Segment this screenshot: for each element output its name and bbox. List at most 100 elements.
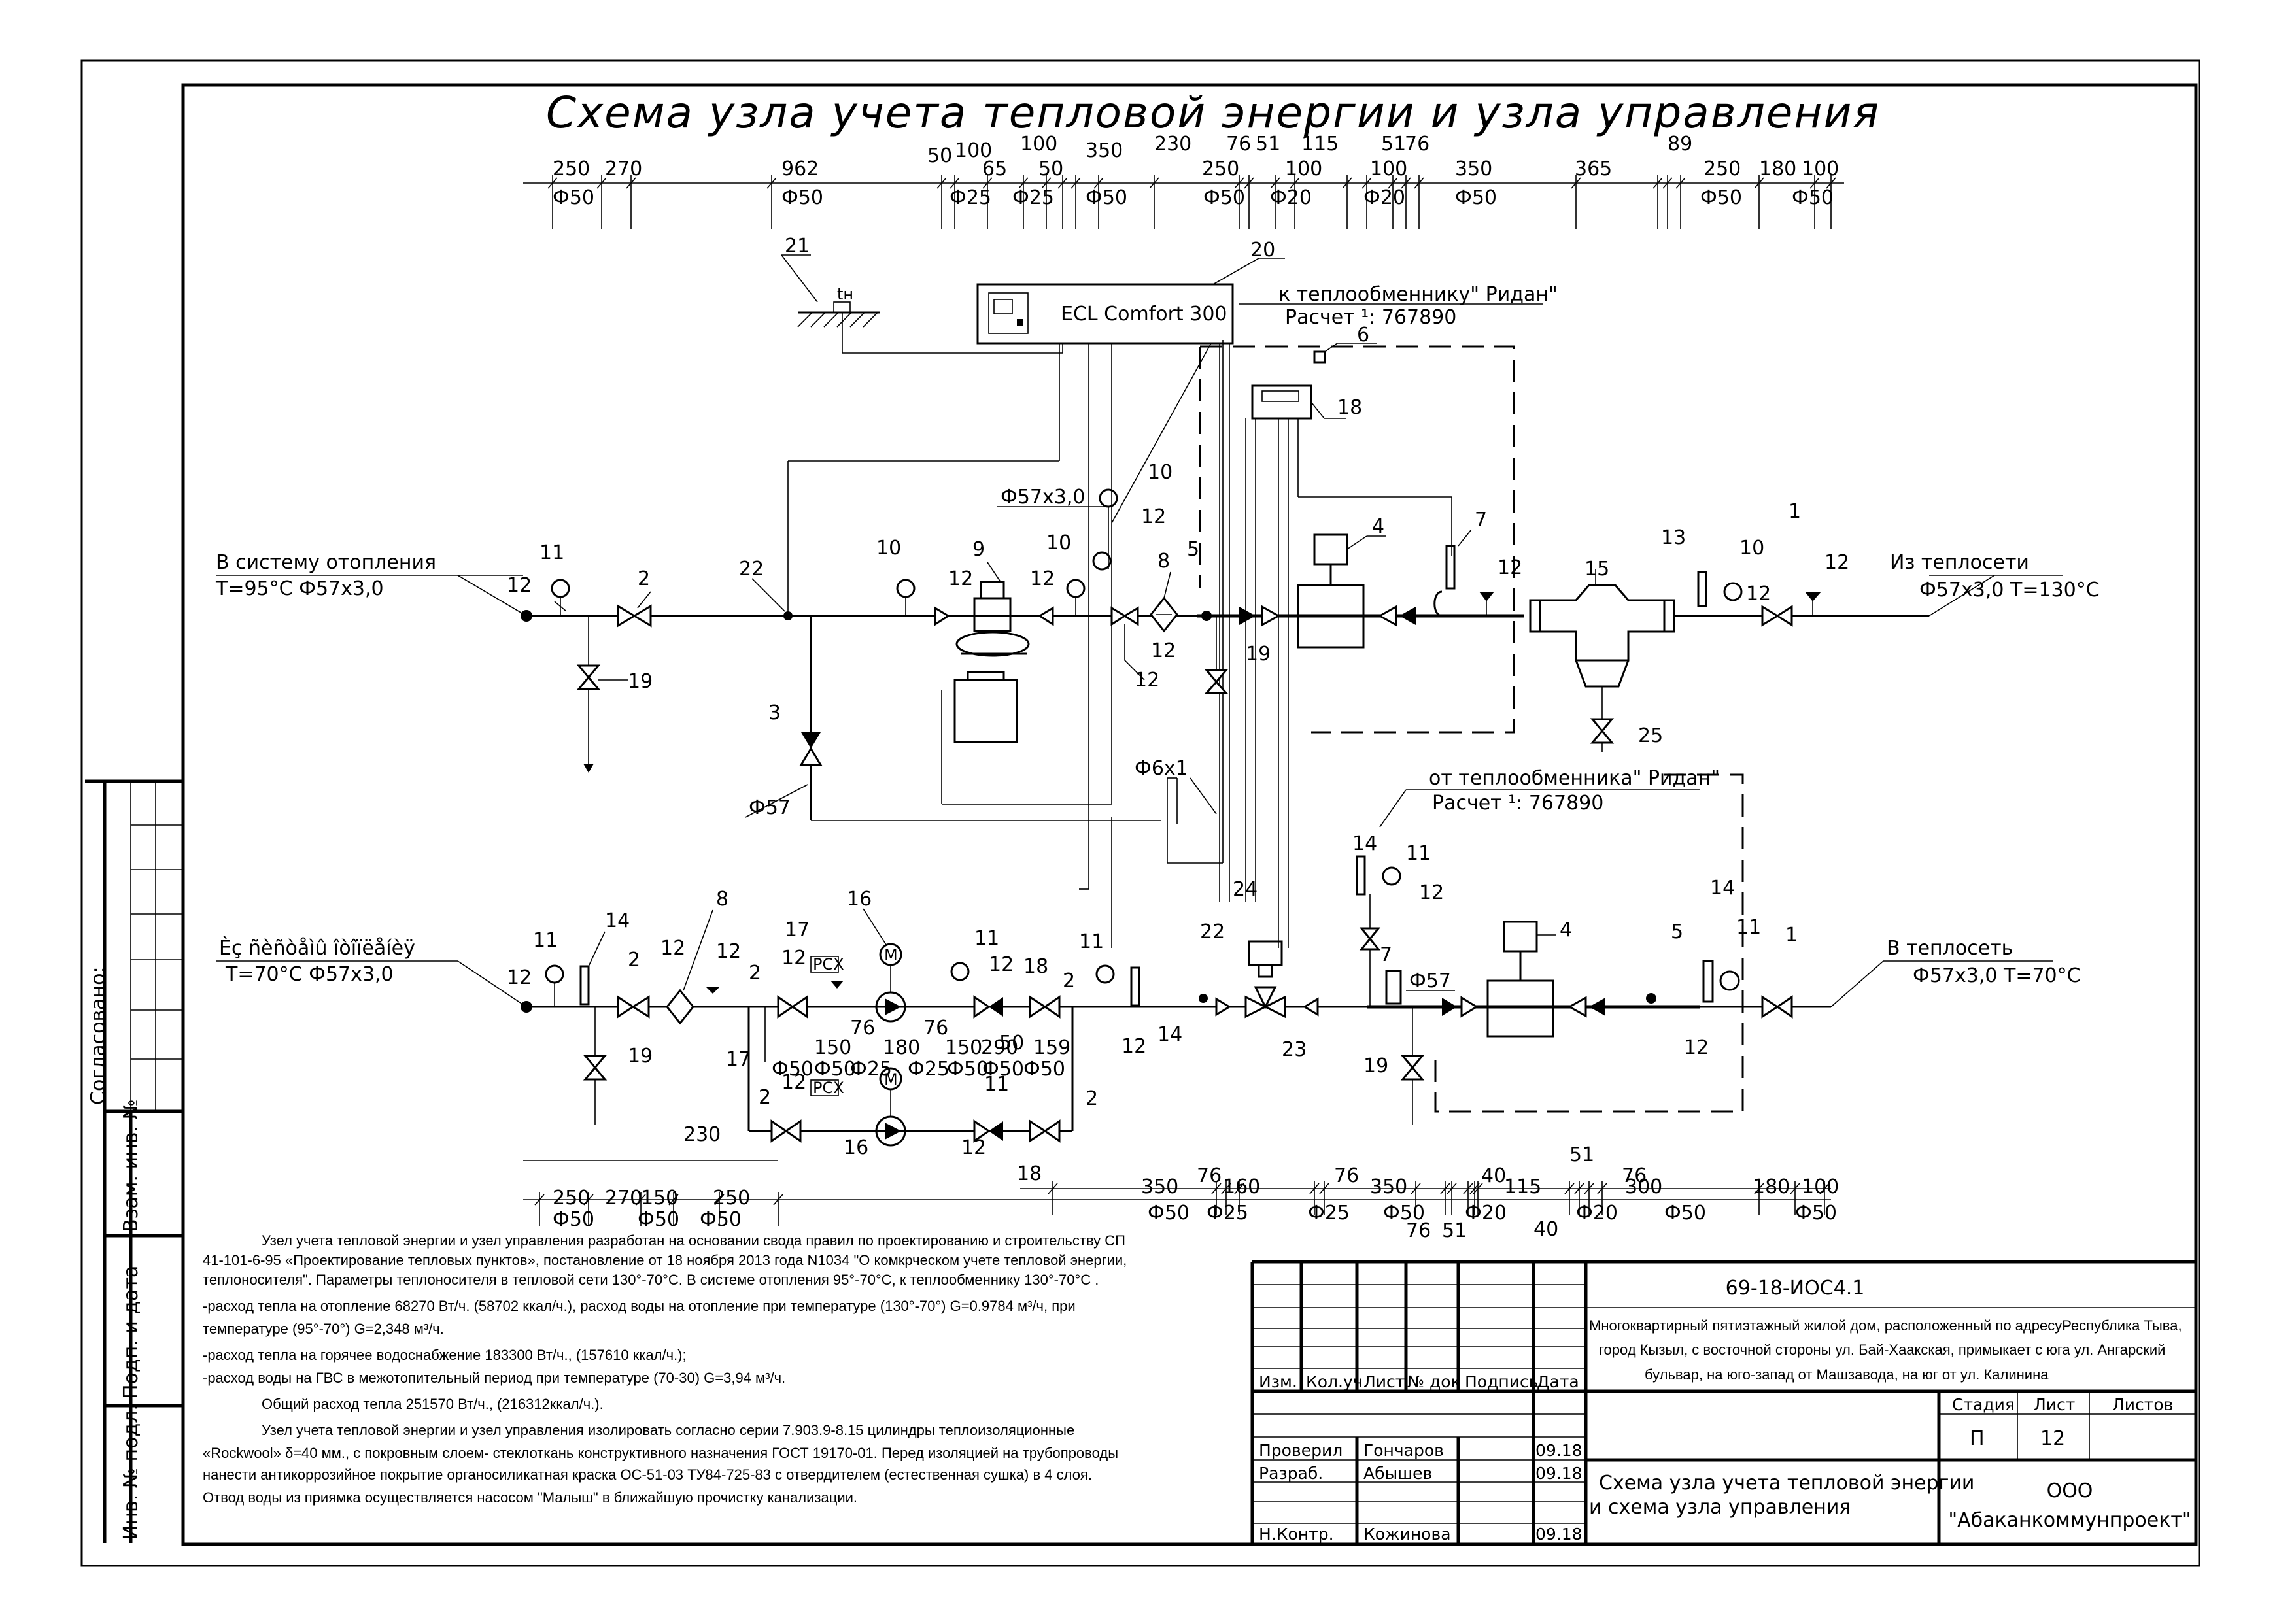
top-diam-5: Ф50: [1203, 186, 1245, 209]
mid-dim-3: 76: [923, 1017, 948, 1040]
mid-dim-4: 150: [945, 1036, 982, 1059]
tag-18a: 3: [768, 702, 781, 724]
tag-12c: 12: [1030, 567, 1055, 590]
tag-l12e: 12: [989, 953, 1014, 976]
tag-l14b: 14: [1157, 1023, 1182, 1046]
doc-title-2: и схема узла управления: [1589, 1496, 1851, 1519]
tag-12e: 12: [1151, 639, 1176, 662]
note-line-8: Узел учета тепловой энергии и узел управ…: [262, 1422, 1074, 1438]
podp-label: Подп. и дата: [120, 1266, 143, 1399]
top-dim-11: 76: [1226, 133, 1251, 156]
top-diam-8: Ф50: [1455, 186, 1497, 209]
bot-dim-0: 250: [553, 1187, 590, 1210]
tag-l2b: 2: [749, 962, 761, 985]
mid-dim-7: 159: [1033, 1036, 1070, 1059]
pump-box-a: РСХ: [813, 955, 844, 973]
motor-b: M: [884, 1070, 898, 1089]
tag-3: 18: [1337, 396, 1362, 419]
controller-ecl[interactable]: ECL Comfort 300 20: [976, 239, 1285, 345]
mid-dim-5: 290: [981, 1036, 1018, 1059]
bot-diam-8: Ф20: [1576, 1202, 1618, 1225]
stage-value: П: [1970, 1427, 1985, 1450]
supply-out-params: T=95°C Ф57х3,0: [215, 577, 384, 600]
supply-in-label: Из теплосети: [1890, 551, 2029, 574]
d57-upper: Ф57х3,0: [1001, 486, 1085, 509]
tag-l19b: 19: [1363, 1055, 1388, 1077]
note-line-11: Отвод воды из приямка осуществляется нас…: [203, 1489, 857, 1506]
from-exchanger-line2: Расчет ¹: 767890: [1432, 792, 1603, 815]
tag-l2c: 2: [1063, 970, 1075, 992]
top-dim-3: 50: [927, 144, 952, 167]
tag-l16a: 16: [847, 888, 872, 911]
name-dev: Абышев: [1363, 1464, 1432, 1483]
sensor-tag: 21: [785, 235, 810, 258]
sensor-label: tн: [837, 285, 853, 303]
mid-dim-6: 50: [999, 1032, 1024, 1055]
tag-9: 9: [972, 538, 985, 561]
tag-l12i: 12: [1419, 881, 1444, 904]
head-izm: Изм.: [1259, 1372, 1297, 1391]
note-line-9: «Rockwool» δ=40 мм., с покровным слоем- …: [203, 1445, 1118, 1461]
tag-15: 15: [1584, 558, 1609, 581]
bot-diam-3: Ф50: [1148, 1202, 1190, 1225]
note-line-0: Узел учета тепловой энергии и узел управ…: [262, 1232, 1125, 1249]
to-exchanger-line1: к теплообменнику" Ридан": [1278, 283, 1558, 306]
mid-diam-5: Ф50: [982, 1058, 1024, 1081]
top-dim-18: 350: [1455, 158, 1492, 180]
tag-l14c: 14: [1352, 832, 1377, 855]
tag-11a: 11: [539, 541, 564, 564]
lower-dashed-boundary: [1434, 773, 1744, 1113]
listov-head: Листов: [2112, 1395, 2173, 1414]
note-line-4: температуре (95°-70°) G=2,348 м³/ч.: [203, 1321, 444, 1337]
tag-l18c: 18: [1017, 1162, 1042, 1185]
top-dim-12: 51: [1256, 133, 1280, 156]
top-dim-13: 100: [1285, 158, 1322, 180]
mid-diam-4: Ф50: [947, 1058, 989, 1081]
top-dim-16: 51: [1381, 133, 1406, 156]
mid-dim-1: 76: [850, 1017, 875, 1040]
tag-l7: 7: [1380, 943, 1392, 966]
top-diam-3: Ф25: [1012, 186, 1054, 209]
bot-diam-6: Ф50: [1383, 1202, 1425, 1225]
top-diam-1: Ф50: [781, 186, 823, 209]
tag-l12f: 12: [781, 1071, 806, 1094]
bot-dim-up-0: 230: [683, 1123, 721, 1146]
tag-19a: 19: [628, 670, 653, 693]
org-2: "Абаканкоммунпроект": [1948, 1509, 2191, 1532]
tag-l11c: 11: [984, 1073, 1009, 1096]
tag-l18b: 18: [1023, 955, 1048, 978]
bot-dim-6: 350: [1370, 1176, 1407, 1198]
tag-l2d: 2: [759, 1086, 771, 1109]
note-line-6: -расход воды на ГВС в межотопительный пе…: [203, 1370, 785, 1386]
d57-lower: Ф57: [1409, 970, 1451, 992]
tag-l2a: 2: [628, 949, 640, 972]
outer-frame: [80, 59, 2200, 1567]
top-dim-17: 76: [1405, 133, 1429, 156]
bot-dim-extra-0: 76: [1406, 1219, 1431, 1242]
mid-dim-2: 180: [883, 1036, 920, 1059]
top-diam-10: Ф50: [1792, 186, 1834, 209]
controller-tag: 20: [1250, 239, 1275, 262]
tag-5a: 5: [1187, 538, 1199, 561]
tag-19b: 19: [1246, 643, 1271, 666]
inner-frame: [181, 83, 2198, 1546]
doc-title-1: Схема узла учета тепловой энергии: [1599, 1472, 1974, 1495]
top-dim-4: 100: [955, 139, 992, 162]
mid-diam-2: Ф25: [850, 1058, 892, 1081]
tag-l11d: 11: [1079, 930, 1104, 953]
top-dim-15: 100: [1370, 158, 1407, 180]
head-list: Лист: [1363, 1372, 1405, 1391]
controller-label: ECL Comfort 300: [1061, 303, 1227, 326]
bot-dim-up-4: 51: [1569, 1143, 1594, 1166]
tag-l17a: 17: [785, 919, 810, 941]
tag-l24: 24: [1233, 878, 1258, 901]
tag-12h: 12: [1746, 583, 1771, 605]
head-kol: Кол.уч: [1306, 1372, 1363, 1391]
top-dim-22: 180: [1759, 158, 1796, 180]
tag-12i: 12: [1824, 551, 1849, 574]
tag-l5: 5: [1671, 921, 1683, 943]
agreed-label: Согласовано:: [87, 966, 110, 1105]
top-diam-9: Ф50: [1700, 186, 1742, 209]
